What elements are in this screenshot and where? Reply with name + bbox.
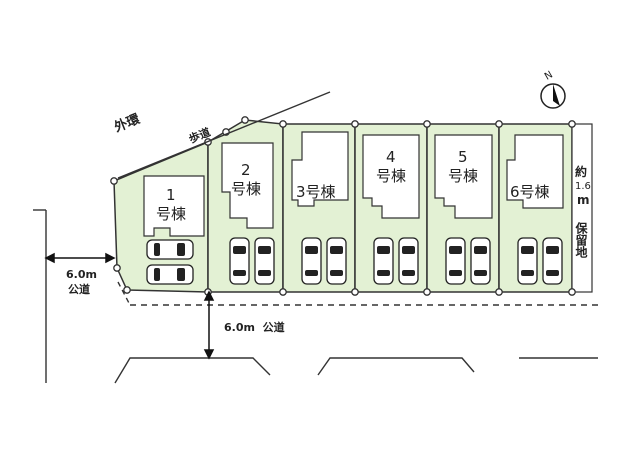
car-icon [517, 237, 538, 285]
building-5-suffix: 号棟 [448, 167, 478, 185]
car-icon [445, 237, 466, 285]
outer-ring-label: 外環 [111, 111, 143, 136]
car-icon [373, 237, 394, 285]
outer-ring-edge [117, 91, 331, 179]
boundary-point [568, 120, 576, 128]
boundary-point [351, 120, 359, 128]
boundary-point [279, 120, 287, 128]
building-1-number: 1 [166, 186, 176, 204]
front-road-label: 6.0m 公道 [224, 320, 285, 334]
opposite-block-2 [317, 357, 475, 376]
opposite-block-1 [114, 357, 271, 384]
reserved-type: 保留地 [574, 221, 588, 259]
footprint-4 [362, 134, 420, 219]
footprint-5 [434, 134, 493, 219]
reserved-label: 約 [575, 164, 587, 179]
car-icon [229, 237, 250, 285]
footprint-2 [221, 142, 274, 229]
building-2-suffix: 号棟 [231, 180, 261, 198]
boundary-point [351, 288, 359, 296]
boundary-point [423, 288, 431, 296]
car-icon [301, 237, 322, 285]
building-5-number: 5 [458, 148, 468, 166]
parking-spaces [146, 237, 563, 285]
north-compass: N [540, 69, 566, 109]
car-icon [326, 237, 347, 285]
boundary-point [568, 288, 576, 296]
footprint-1 [143, 175, 205, 237]
boundary-point [123, 286, 131, 294]
building-2-number: 2 [241, 161, 251, 179]
reserved-width: 1.6 [575, 181, 591, 192]
footprint-6 [506, 134, 564, 209]
dimension-arrows [44, 252, 215, 360]
left-road-width: 6.0m [66, 268, 97, 281]
boundary-point [241, 116, 249, 124]
boundary-points [110, 116, 576, 296]
boundary-point [495, 120, 503, 128]
car-icon [254, 237, 275, 285]
car-icon [146, 264, 194, 285]
boundary-point [279, 288, 287, 296]
car-icon [470, 237, 491, 285]
footprint-3 [291, 131, 349, 207]
boundary-point [423, 120, 431, 128]
car-icon [398, 237, 419, 285]
boundary-point [110, 177, 118, 185]
building-1-suffix: 号棟 [156, 205, 186, 223]
north-arrow-icon [553, 84, 560, 106]
boundary-point [113, 264, 121, 272]
boundary-point [495, 288, 503, 296]
car-icon [146, 239, 194, 260]
compass-letter: N [543, 69, 555, 82]
building-6-label: 6号棟 [510, 183, 550, 201]
building-4-suffix: 号棟 [376, 167, 406, 185]
left-road-type: 公道 [68, 282, 90, 296]
reserved-land-strip [571, 123, 593, 293]
sidewalk-dashed [117, 281, 131, 306]
car-icon [542, 237, 563, 285]
road-lines [33, 91, 598, 384]
building-footprints [143, 131, 564, 237]
building-3-label: 3号棟 [296, 183, 336, 201]
reserved-unit: m [577, 193, 590, 207]
building-4-number: 4 [386, 148, 396, 166]
